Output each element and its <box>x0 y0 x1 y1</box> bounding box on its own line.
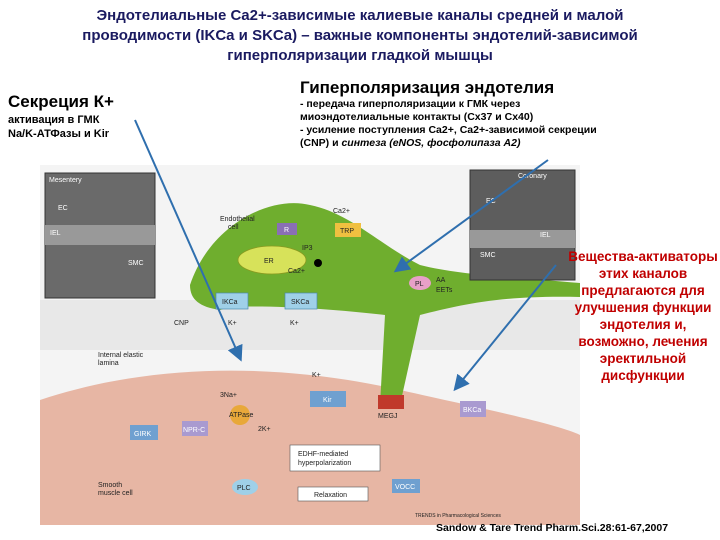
twok-label: 2K+ <box>258 426 271 433</box>
right-line-4b: синтеза (eNOS, фосфолипаза A2) <box>341 137 521 149</box>
vocc-channel <box>392 479 420 493</box>
slide-title: Эндотелиальные Ca2+-зависимые калиевые к… <box>30 6 690 66</box>
bkca-channel <box>460 401 486 417</box>
left-heading: Секреция К+ <box>8 92 114 111</box>
k-label-ikca: K+ <box>228 320 237 327</box>
edhf-label-1: EDHF-mediated <box>298 451 348 458</box>
right-line-3: - усиление поступления Ca2+, Ca2+-зависи… <box>300 124 597 136</box>
endothelium-diagram: Mesentery EC IEL SMC Coronary EC IEL SMC… <box>40 165 580 525</box>
right-line-4a: (CNP) и <box>300 137 342 149</box>
pl-enzyme <box>409 276 431 290</box>
endothelial-cell-label-1: Endothelial <box>220 216 255 223</box>
title-line-3: гиперполяризации гладкой мышцы <box>227 47 493 64</box>
megj-junction <box>378 395 404 409</box>
skca-channel <box>284 292 318 310</box>
ip3-receptor-dot <box>314 259 322 267</box>
title-line-2: проводимости (IKCa и SKCa) – важные комп… <box>82 27 638 44</box>
cnp-label: CNP <box>174 320 189 327</box>
smooth-label-2: muscle cell <box>98 490 133 497</box>
plc-enzyme <box>232 479 258 495</box>
relaxation-box <box>297 486 369 502</box>
side-note: Вещества-активаторы этих каналов предлаг… <box>568 249 718 383</box>
plc-label: PLC <box>237 485 251 492</box>
left-line-2: Na/K-АТФазы и Kir <box>8 128 110 140</box>
pl-label: PL <box>415 281 424 288</box>
mesentery-label: Mesentery <box>49 177 82 184</box>
micro-left-ec: EC <box>58 205 68 212</box>
skca-label: SKCa <box>291 299 309 306</box>
iel-label-2: lamina <box>98 360 119 367</box>
title-line-1: Эндотелиальные Ca2+-зависимые калиевые к… <box>96 7 624 24</box>
coronary-micrograph-band <box>470 230 575 248</box>
bkca-label: BKCa <box>463 407 481 414</box>
ca-label-er: Ca2+ <box>288 268 305 275</box>
vocc-label: VOCC <box>395 484 415 491</box>
atpase-pump <box>230 405 250 425</box>
micro-left-iel: IEL <box>50 230 61 237</box>
right-line-1: - передача гиперполяризации к ГМК через <box>300 98 521 110</box>
atpase-label: ATPase <box>229 412 253 419</box>
right-line-4: (CNP) и синтеза (eNOS, фосфолипаза A2) <box>300 137 630 150</box>
right-list: - передача гиперполяризации к ГМК через … <box>300 98 630 150</box>
ikca-label: IKCa <box>222 299 238 306</box>
k-label-kir: K+ <box>312 372 321 379</box>
ip3-label: IP3 <box>302 245 313 252</box>
left-line-1: активация в ГМК <box>8 114 100 126</box>
right-heading: Гиперполяризация эндотелия <box>300 78 555 97</box>
ca-label-top: Ca2+ <box>333 208 350 215</box>
girk-channel <box>130 425 158 440</box>
k-label-skca: K+ <box>290 320 299 327</box>
edhf-label-2: hyperpolarization <box>298 460 351 467</box>
er-label: ER <box>264 258 274 265</box>
na-label: 3Na+ <box>220 392 237 399</box>
micro-left-smc: SMC <box>128 260 144 267</box>
eet-label: EETs <box>436 287 453 294</box>
iel-label-1: Internal elastic <box>98 352 144 359</box>
edhf-box <box>289 444 381 472</box>
npr-receptor <box>182 421 208 436</box>
trp-label: TRP <box>340 228 354 235</box>
publisher-label: TRENDS in Pharmacological Sciences <box>415 513 501 519</box>
npr-label: NPR-C <box>183 427 205 434</box>
kir-channel <box>310 391 346 407</box>
micro-right-smc: SMC <box>480 252 496 259</box>
smooth-label-1: Smooth <box>98 482 122 489</box>
relaxation-label: Relaxation <box>314 492 347 499</box>
endothelial-cell-label-2: cell <box>228 224 239 231</box>
coronary-label: Coronary <box>518 173 547 180</box>
coronary-micrograph <box>469 169 576 281</box>
micro-right-ec: EC <box>486 198 496 205</box>
girk-label: GIRK <box>134 431 151 438</box>
aa-label: AA <box>436 277 446 284</box>
left-subtext: активация в ГМК Na/K-АТФазы и Kir <box>8 113 109 141</box>
receptor-r <box>277 223 297 235</box>
mesentery-micrograph-band <box>45 225 155 245</box>
micro-right-iel: IEL <box>540 232 551 239</box>
megj-label: MEGJ <box>378 413 397 420</box>
receptor-r-label: R <box>284 227 289 234</box>
kir-label: Kir <box>323 397 332 404</box>
trp-channel <box>335 223 361 237</box>
right-line-2: миоэндотелиальные контакты (Cx37 и Cx40) <box>300 111 534 123</box>
citation: Sandow & Tare Trend Pharm.Sci.28:61-67,2… <box>436 522 669 534</box>
